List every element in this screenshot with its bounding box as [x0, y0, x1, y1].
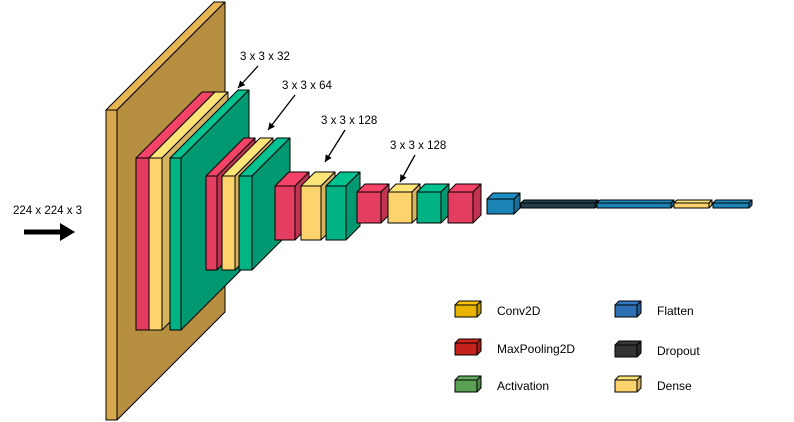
filter-label-2: 3 x 3 x 64: [282, 80, 332, 92]
activation-layer-2: [238, 137, 291, 271]
filter-arrow-3: [324, 129, 346, 163]
flatten-layer: [486, 192, 521, 215]
maxpool-layer-5: [447, 183, 482, 224]
dropout-layer: [520, 199, 599, 209]
filter-label-1: 3 x 3 x 32: [240, 51, 290, 63]
legend-label-dropout: Dropout: [657, 344, 700, 358]
maxpool-layer-4: [356, 183, 390, 224]
input-arrow-icon: [24, 223, 75, 241]
legend-label-flatten: Flatten: [657, 304, 694, 318]
dense-legend-icon: [614, 375, 642, 393]
dropout-legend-icon: [614, 340, 642, 358]
dense-layer-2: [673, 199, 713, 209]
legend-label-conv2d: Conv2D: [497, 304, 541, 318]
activation-layer-3: [325, 171, 361, 241]
activation-legend-icon: [454, 375, 482, 393]
dense-layer-1: [596, 199, 675, 209]
layer-blocks: [105, 1, 753, 421]
filter-arrow-4: [399, 154, 416, 183]
filter-arrow-2: [267, 94, 296, 131]
conv2d-legend-icon: [454, 300, 482, 318]
dense-layer-3: [712, 199, 753, 209]
activation-layer-4: [416, 183, 450, 224]
maxpooling2d-legend-icon: [454, 338, 482, 356]
input-shape-label: 224 x 224 x 3: [13, 205, 82, 217]
legend-label-activation: Activation: [497, 379, 549, 393]
filter-label-3: 3 x 3 x 128: [321, 115, 377, 127]
legend-label-dense: Dense: [657, 379, 692, 393]
conv-layer-4: [387, 183, 421, 224]
filter-arrow-1: [237, 65, 259, 89]
filter-annotations: 3 x 3 x 32 3 x 3 x 64 3 x 3 x 128 3 x 3 …: [237, 51, 446, 183]
filter-label-4: 3 x 3 x 128: [390, 140, 446, 152]
flatten-legend-icon: [614, 300, 642, 318]
legend: Conv2D MaxPooling2D Activation Flatten D…: [454, 300, 700, 393]
legend-label-maxpooling2d: MaxPooling2D: [497, 342, 575, 356]
